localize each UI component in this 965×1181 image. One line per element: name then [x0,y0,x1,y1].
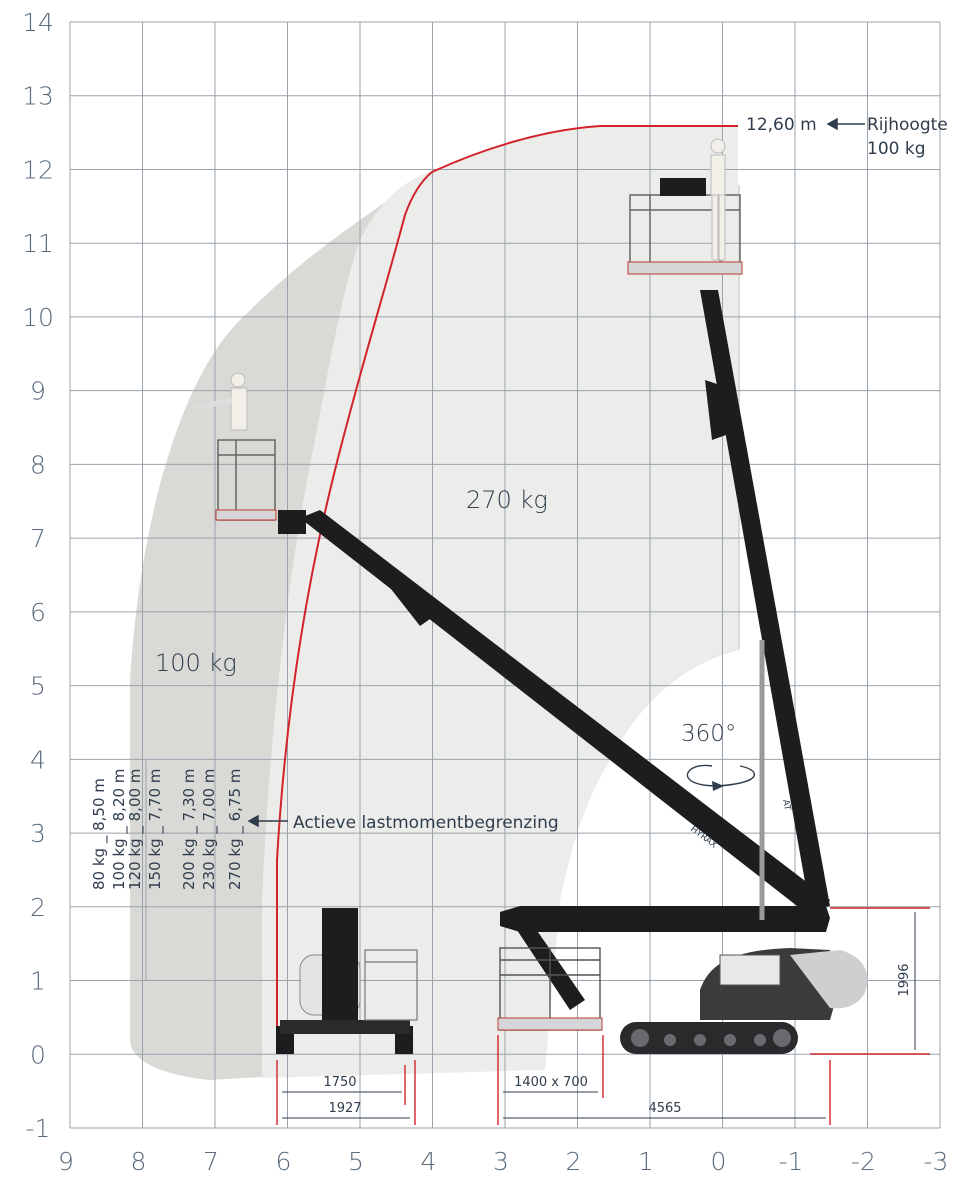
dim-1750-label: 1750 [323,1075,356,1090]
side-operator [195,372,248,431]
dim-1927-label: 1927 [328,1101,361,1116]
y-tick-label: 10 [22,303,54,332]
y-tick-label: 6 [30,598,46,627]
x-tick-label: 3 [493,1147,509,1176]
folded-jib [500,906,830,932]
load-table-row: 100 kg _ 8,20 m [110,769,129,890]
side-platform-base [215,509,277,521]
load-table-row: 200 kg _ 7,30 m [180,769,199,890]
y-tick-label: 12 [22,155,54,184]
reach-envelope-270kg [262,126,738,1078]
zone-100kg-label: 100 kg [155,649,237,677]
vertical-boom-knuckle [705,380,740,440]
drive-load-label: 100 kg [867,139,926,159]
x-tick-label: -2 [851,1147,876,1176]
rotation-label: 360° [681,721,736,747]
top-operator [710,138,726,261]
machine-track [620,1022,798,1054]
dimension-lines [276,1035,831,1125]
top-platform-control-box [660,178,706,196]
x-axis-ticks: 9 8 7 6 5 4 3 2 1 0 -1 -2 -3 [58,1147,948,1176]
x-tick-label: 7 [203,1147,219,1176]
load-table-row: 80 kg _ 8,50 m [90,778,109,890]
load-limiter-arrow-icon [247,814,288,828]
y-tick-label: 11 [22,229,54,258]
y-tick-label: 1 [30,967,46,996]
x-tick-label: 0 [711,1147,727,1176]
max-height-label: 12,60 m [746,115,817,135]
rotation-arrow-icon [686,764,756,787]
top-platform-base [627,261,743,275]
x-tick-label: 1 [638,1147,654,1176]
side-platform [217,439,276,521]
machine-counterweight [790,950,868,1009]
zone-270kg-label: 270 kg [466,486,548,514]
side-platform-bracket [278,510,306,534]
load-table-row: 150 kg _ 7,70 m [146,769,165,890]
y-tick-label: 2 [30,893,46,922]
track-wheels [631,1029,791,1047]
x-tick-label: 5 [348,1147,364,1176]
x-tick-label: 8 [131,1147,147,1176]
height-dim-label: 1996 [897,963,912,996]
y-tick-label: 0 [30,1040,46,1069]
load-table-row: 120 kg _ 8,00 m [126,769,145,890]
folded-platform-base [497,1017,603,1031]
load-table-row: 230 kg _ 7,00 m [200,769,219,890]
load-limiter-label: Actieve lastmomentbegrenzing [293,813,559,833]
y-tick-label: 9 [30,377,46,406]
x-tick-label: 9 [58,1147,74,1176]
y-tick-label: 3 [30,819,46,848]
y-tick-label: 8 [30,450,46,479]
load-table-row: 270 kg _ 6,75 m [226,769,245,890]
dim-4565-label: 4565 [648,1101,681,1116]
folded-jib-link [505,906,585,1010]
x-tick-label: -3 [924,1147,949,1176]
y-tick-label: 13 [22,82,54,111]
y-tick-label: 7 [30,524,46,553]
y-tick-label: -1 [26,1114,51,1143]
y-tick-label: 14 [22,8,54,37]
vertical-boom [700,290,830,910]
x-tick-label: -1 [779,1147,804,1176]
x-tick-label: 6 [276,1147,292,1176]
drive-height-label: Rijhoogte [867,115,948,135]
machine-turret [719,954,781,986]
main-boom-segment [380,575,440,626]
max-reach-limit-line [276,125,738,1052]
rear-view-base [280,1020,410,1034]
rotation-arrowhead-icon [712,781,724,791]
x-tick-label: 4 [421,1147,437,1176]
vertical-boom-model-label: AT [780,799,792,812]
dim-platform-label: 1400 x 700 [514,1075,588,1090]
y-tick-label: 4 [30,745,46,774]
rear-view-mast [322,908,358,1028]
x-tick-label: 2 [566,1147,582,1176]
y-tick-label: 5 [30,672,46,701]
dimension-arrows [282,912,916,1119]
rear-view-platform [364,949,418,1021]
inner-clearance [600,646,810,1040]
left-arrow-icon [826,117,865,131]
